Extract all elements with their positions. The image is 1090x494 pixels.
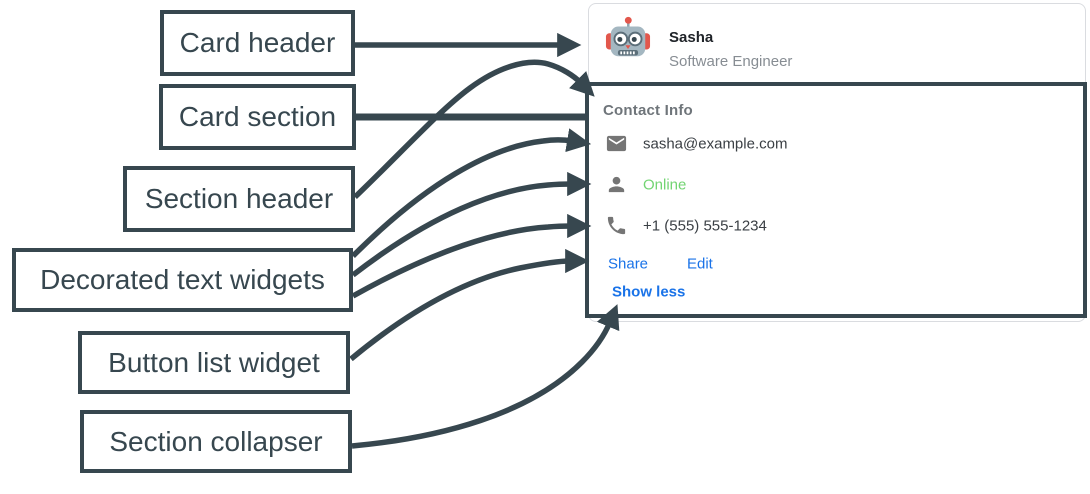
annotation-label-text: Section header [144,183,334,214]
annotation-label-text: Decorated text widgets [40,264,325,295]
show-less-button[interactable]: Show less [612,283,686,301]
edit-button[interactable]: Edit [687,255,713,273]
card-section: Contact Info sasha@example.com Online +1… [585,82,1087,318]
arrow-section-header [353,59,595,199]
arrow-decorated-phone [351,213,592,299]
decorated-text-email: sasha@example.com [643,135,788,153]
annotation-label-section-collapser: Section collapser [80,410,352,473]
decorated-text-status: Online [643,176,687,194]
email-icon [606,135,627,152]
annotation-label-section-header: Section header [123,166,355,232]
arrow-button-list [349,248,590,362]
robot-avatar [605,16,651,57]
arrow-decorated-email [351,128,592,258]
annotation-label-card-section: Card section [159,84,356,150]
person-icon [608,176,625,193]
annotation-label-decorated-text-widgets: Decorated text widgets [12,248,353,312]
arrow-section-collapser [351,304,620,449]
section-header-title: Contact Info [603,102,693,119]
annotation-label-text: Card header [179,27,336,58]
annotation-label-text: Card section [178,101,337,132]
phone-icon [607,216,626,235]
annotation-label-text: Button list widget [108,346,320,378]
card-subtitle: Software Engineer [669,53,793,70]
annotation-label-button-list-widget: Button list widget [78,331,350,394]
contact-card: Sasha Software Engineer [588,3,1086,322]
annotation-label-text: Section collapser [109,425,323,457]
annotation-label-card-header: Card header [160,10,355,76]
arrow-decorated-status [351,171,592,278]
card-title: Sasha [669,29,714,46]
card-header: Sasha Software Engineer [589,4,1085,84]
share-button[interactable]: Share [608,255,649,273]
decorated-text-phone: +1 (555) 555-1234 [643,217,767,235]
